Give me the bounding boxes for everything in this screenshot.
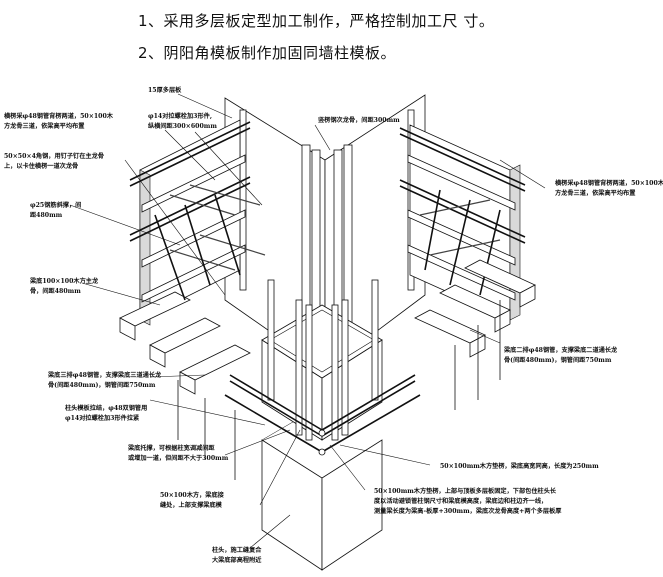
label-angle-steel-1: 50×50×4角钢，用钉子钉在主龙骨 (4, 152, 104, 160)
label-main-joist-1: 梁底100×100木方主龙 (29, 277, 99, 285)
label-tie-bolt-2: 纵横间距300×600mm (148, 122, 217, 130)
label-timber-joint-2: 缝处，上部支撑梁底模 (160, 501, 223, 509)
label-two-row-pipe-2: 骨(间距480mm)，钢管间距750mm (504, 356, 612, 364)
label-left-waler-2: 方龙骨三道，依梁高平均布置 (4, 122, 84, 130)
label-beam-support-2: 或增加一道，但间距不大于300mm (128, 454, 229, 462)
right-beam-joists (414, 259, 536, 410)
label-column-head-2: 大梁底部高程附近 (212, 556, 262, 564)
label-timber-detail-3: 测量梁长度为梁高-板厚+300mm，梁底次龙骨高度+两个多层板厚 (374, 507, 562, 515)
label-rebar-brace-2: 距480mm (30, 211, 63, 219)
label-column-tie-1: 柱头模板拉结，φ48双钢管用 (65, 404, 147, 412)
column-head-form (224, 279, 421, 456)
label-column-head-1: 柱头，施工缝复合 (212, 546, 262, 554)
label-column-tie-2: φ14对拉螺栓加3形件拉紧 (65, 414, 140, 422)
label-vertical-stud: 竖楞钢次龙骨，间距300mm (318, 116, 400, 124)
label-two-row-pipe-1: 梁底二排φ48钢管，支撑梁底二道通长龙 (503, 346, 618, 354)
label-right-waler-2: 方龙骨三道，依梁高平均布置 (555, 189, 635, 197)
label-beam-support-1: 梁底托撑，可根据柱宽调减间距 (127, 444, 215, 452)
label-left-waler-1: 横楞采φ48钢管背楞两道，50×100木 (3, 112, 114, 120)
label-timber-detail-1: 50×100mm木方垫楞，上部与顶板多层板固定，下部包住柱头长 (374, 487, 557, 495)
label-three-row-pipe-1: 梁底三排φ48钢管，支撑梁底三道通长龙 (47, 371, 162, 379)
annotations: 15厚多层板 φ14对拉螺栓加3形件, 纵横间距300×600mm 竖楞钢次龙骨… (3, 86, 663, 564)
label-tie-bolt-1: φ14对拉螺栓加3形件, (148, 112, 212, 120)
label-right-waler-1: 横楞采φ48钢管背楞两道，50×100木 (554, 179, 663, 187)
label-rebar-brace-1: φ25钢筋斜撑，间 (30, 201, 81, 209)
left-beam-joists (119, 194, 251, 480)
leader-lines (69, 93, 546, 549)
label-plywood: 15厚多层板 (148, 86, 182, 94)
label-timber-detail-2: 度以活动避锁管柱钢尺寸和梁底模高度，梁底边和柱边齐一线， (374, 497, 547, 505)
label-angle-steel-2: 上，以卡住横楞一道次龙骨 (4, 162, 78, 170)
instruction-line-1: 1、采用多层板定型加工制作，严格控制加工尺 寸。 (138, 12, 495, 30)
label-main-joist-2: 骨，间距480mm (30, 287, 81, 295)
instruction-line-2: 2、阴阳角模板制作加固同墙柱模板。 (138, 44, 397, 62)
label-timber-pad: 50×100mm木方垫楞，梁底高宽同高，长度为250mm (440, 462, 599, 470)
label-timber-joint-1: 50×100木方，梁底接 (160, 491, 225, 499)
label-three-row-pipe-2: 骨(间距480mm)，钢管间距750mm (48, 381, 156, 389)
